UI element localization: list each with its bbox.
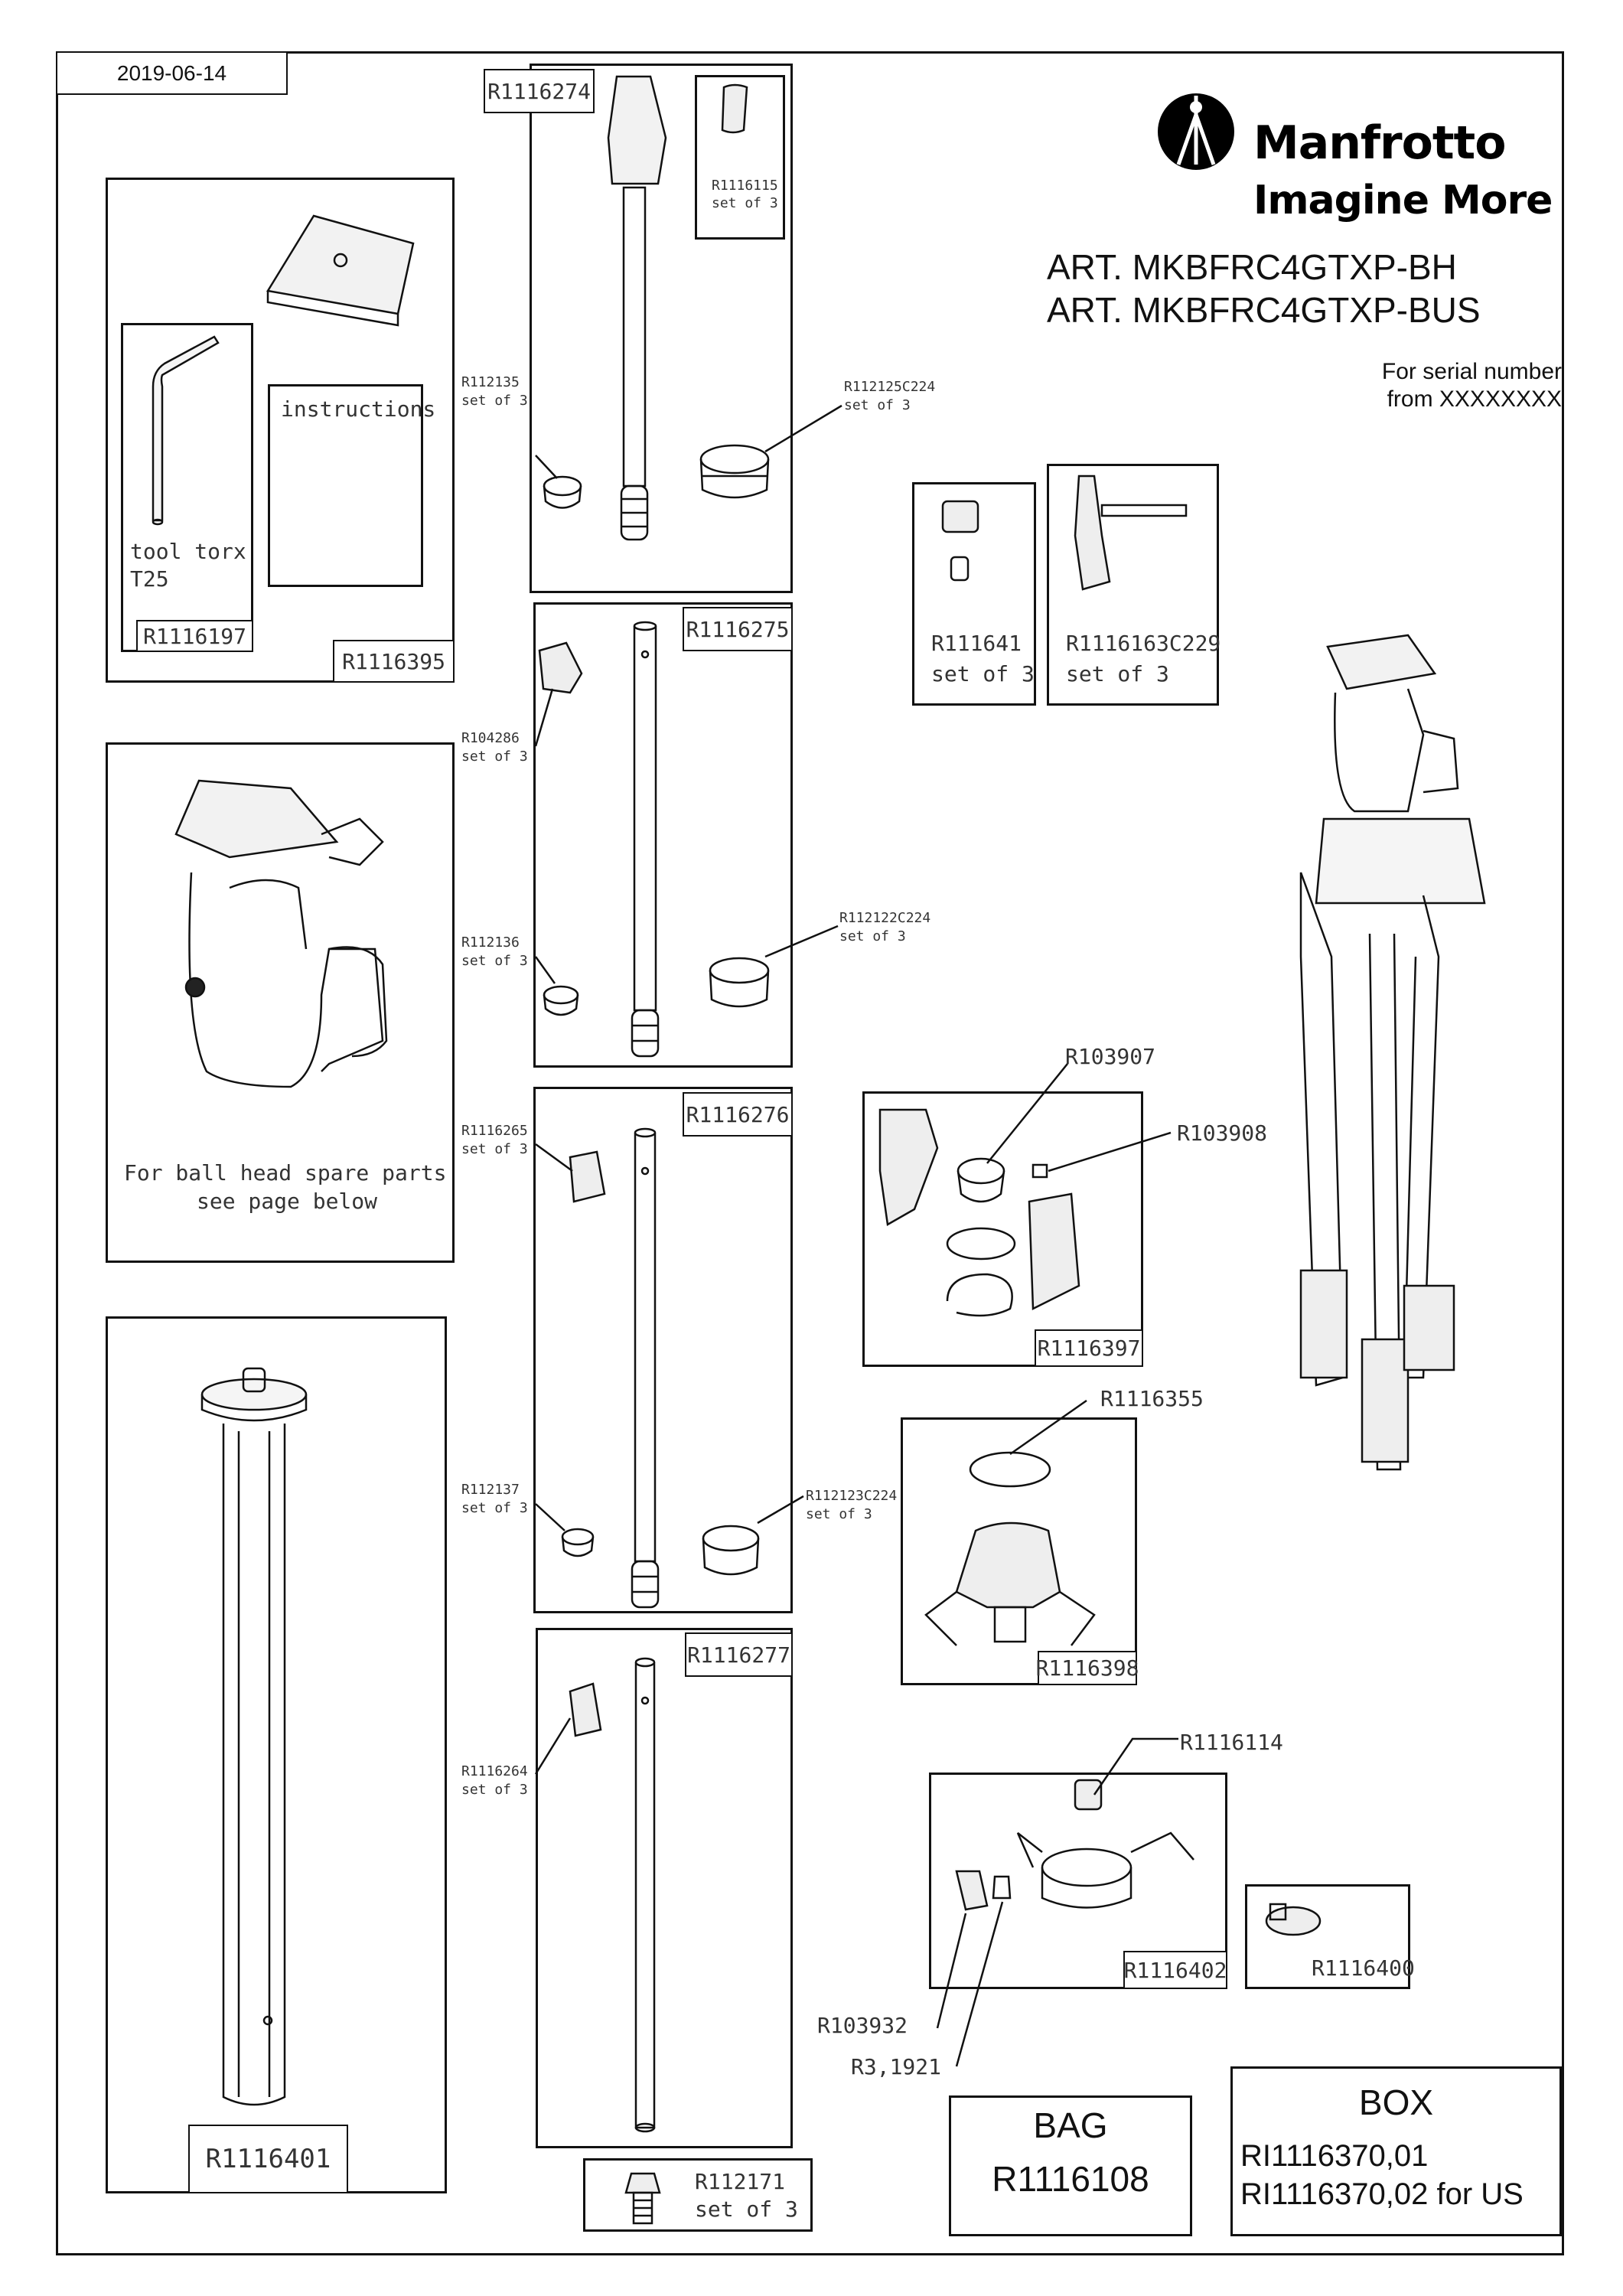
leg-3-left-part: R1116265 — [461, 1123, 528, 1139]
leg-lock-callout-1: R103907 — [1065, 1044, 1156, 1069]
ball-head-note-2: see page below — [197, 1189, 378, 1214]
serial-note: For serial number from XXXXXXXX — [1382, 358, 1562, 413]
foot-qty: set of 3 — [695, 2197, 798, 2222]
leg-2-left-part-2: R112136 — [461, 934, 520, 951]
leg-2-left-part: R104286 — [461, 730, 520, 746]
leg-1-right-qty: set of 3 — [844, 397, 911, 413]
bag-box — [949, 2095, 1192, 2236]
collar-callout-b: R3,1921 — [851, 2054, 942, 2079]
bag-code: R1116108 — [992, 2159, 1149, 2199]
art-number-1: ART. MKBFRC4GTXP-BH — [1047, 247, 1457, 287]
leg-3-label: R1116276 — [683, 1092, 793, 1137]
date-label: 2019-06-14 — [56, 51, 288, 95]
serial-line-1: For serial number — [1381, 359, 1562, 384]
leg-section-4 — [536, 1628, 793, 2148]
leg-lock-label: R1116397 — [1035, 1329, 1143, 1367]
leg-4-left-part: R1116264 — [461, 1763, 528, 1779]
leg-1-left-qty: set of 3 — [461, 393, 528, 409]
bag-title: BAG — [1033, 2105, 1108, 2145]
small-part-1-qty: set of 3 — [931, 661, 1035, 687]
collar-callout-a: R103932 — [817, 2013, 908, 2038]
art-number-2: ART. MKBFRC4GTXP-BUS — [1047, 290, 1481, 330]
leg-1-top-qty: set of 3 — [712, 195, 778, 211]
box-box — [1230, 2066, 1562, 2236]
tool-label: R1116197 — [136, 620, 253, 652]
box-title: BOX — [1358, 2082, 1434, 2122]
spider-label: R1116398 — [1036, 1651, 1139, 1685]
leg-1-left-part: R112135 — [461, 374, 520, 390]
brand-tagline: Imagine More — [1253, 178, 1553, 223]
leg-1-label: R1116274 — [484, 69, 595, 113]
leg-section-2 — [533, 602, 793, 1068]
ball-head-note-1: For ball head spare parts — [124, 1160, 447, 1186]
small-part-2: R1116163C229 — [1066, 631, 1221, 656]
leg-section-3 — [533, 1087, 793, 1613]
box-line-1: RI1116370,01 — [1240, 2139, 1429, 2173]
drawing-frame — [56, 51, 1564, 2255]
leg-4-label: R1116277 — [685, 1632, 793, 1677]
knob-box — [1245, 1884, 1410, 1989]
accessories-label: R1116395 — [333, 640, 455, 683]
leg-4-left-qty: set of 3 — [461, 1782, 528, 1798]
tool-text-2: T25 — [130, 566, 169, 592]
spider-box — [901, 1417, 1137, 1685]
leg-1-top-part-box — [695, 75, 785, 240]
knob-label: R1116400 — [1312, 1955, 1415, 1981]
leg-3-right-qty: set of 3 — [806, 1506, 872, 1522]
leg-3-right-part: R112123C224 — [806, 1488, 898, 1504]
tool-text-1: tool torx — [130, 539, 246, 564]
spider-callout: R1116355 — [1100, 1386, 1204, 1411]
small-part-box-2 — [1047, 464, 1219, 706]
leg-2-label: R1116275 — [683, 607, 793, 651]
small-part-box-1 — [912, 482, 1036, 706]
leg-3-left-part-2: R112137 — [461, 1482, 520, 1498]
foot-part: R112171 — [695, 2169, 786, 2194]
instructions-label: instructions — [281, 396, 436, 422]
serial-line-2: from XXXXXXXX — [1387, 386, 1562, 412]
foot-box — [583, 2158, 813, 2232]
leg-1-top-part: R1116115 — [712, 178, 778, 194]
box-line-2: RI1116370,02 for US — [1240, 2177, 1524, 2211]
tool-box — [121, 323, 253, 652]
accessories-box — [106, 178, 455, 683]
small-part-1: R111641 — [931, 631, 1022, 656]
brand-name: Manfrotto — [1253, 116, 1506, 170]
leg-1-right-part: R112125C224 — [844, 379, 936, 395]
ball-head-box — [106, 742, 455, 1263]
center-column-box — [106, 1316, 447, 2193]
collar-label: R1116402 — [1123, 1951, 1227, 1989]
leg-lock-box — [862, 1091, 1143, 1367]
leg-lock-callout-2: R103908 — [1177, 1120, 1268, 1146]
leg-2-left-qty-2: set of 3 — [461, 953, 528, 969]
leg-2-left-qty: set of 3 — [461, 748, 528, 765]
leg-2-right-qty: set of 3 — [839, 928, 906, 944]
center-column-label: R1116401 — [188, 2125, 348, 2193]
collar-box — [929, 1773, 1227, 1989]
leg-3-left-qty: set of 3 — [461, 1141, 528, 1157]
leg-section-1 — [530, 64, 793, 593]
instructions-sheet — [268, 384, 423, 587]
collar-callout-top: R1116114 — [1180, 1730, 1283, 1755]
leg-3-left-qty-2: set of 3 — [461, 1500, 528, 1516]
leg-2-right-part: R112122C224 — [839, 910, 931, 926]
small-part-2-qty: set of 3 — [1066, 661, 1169, 687]
